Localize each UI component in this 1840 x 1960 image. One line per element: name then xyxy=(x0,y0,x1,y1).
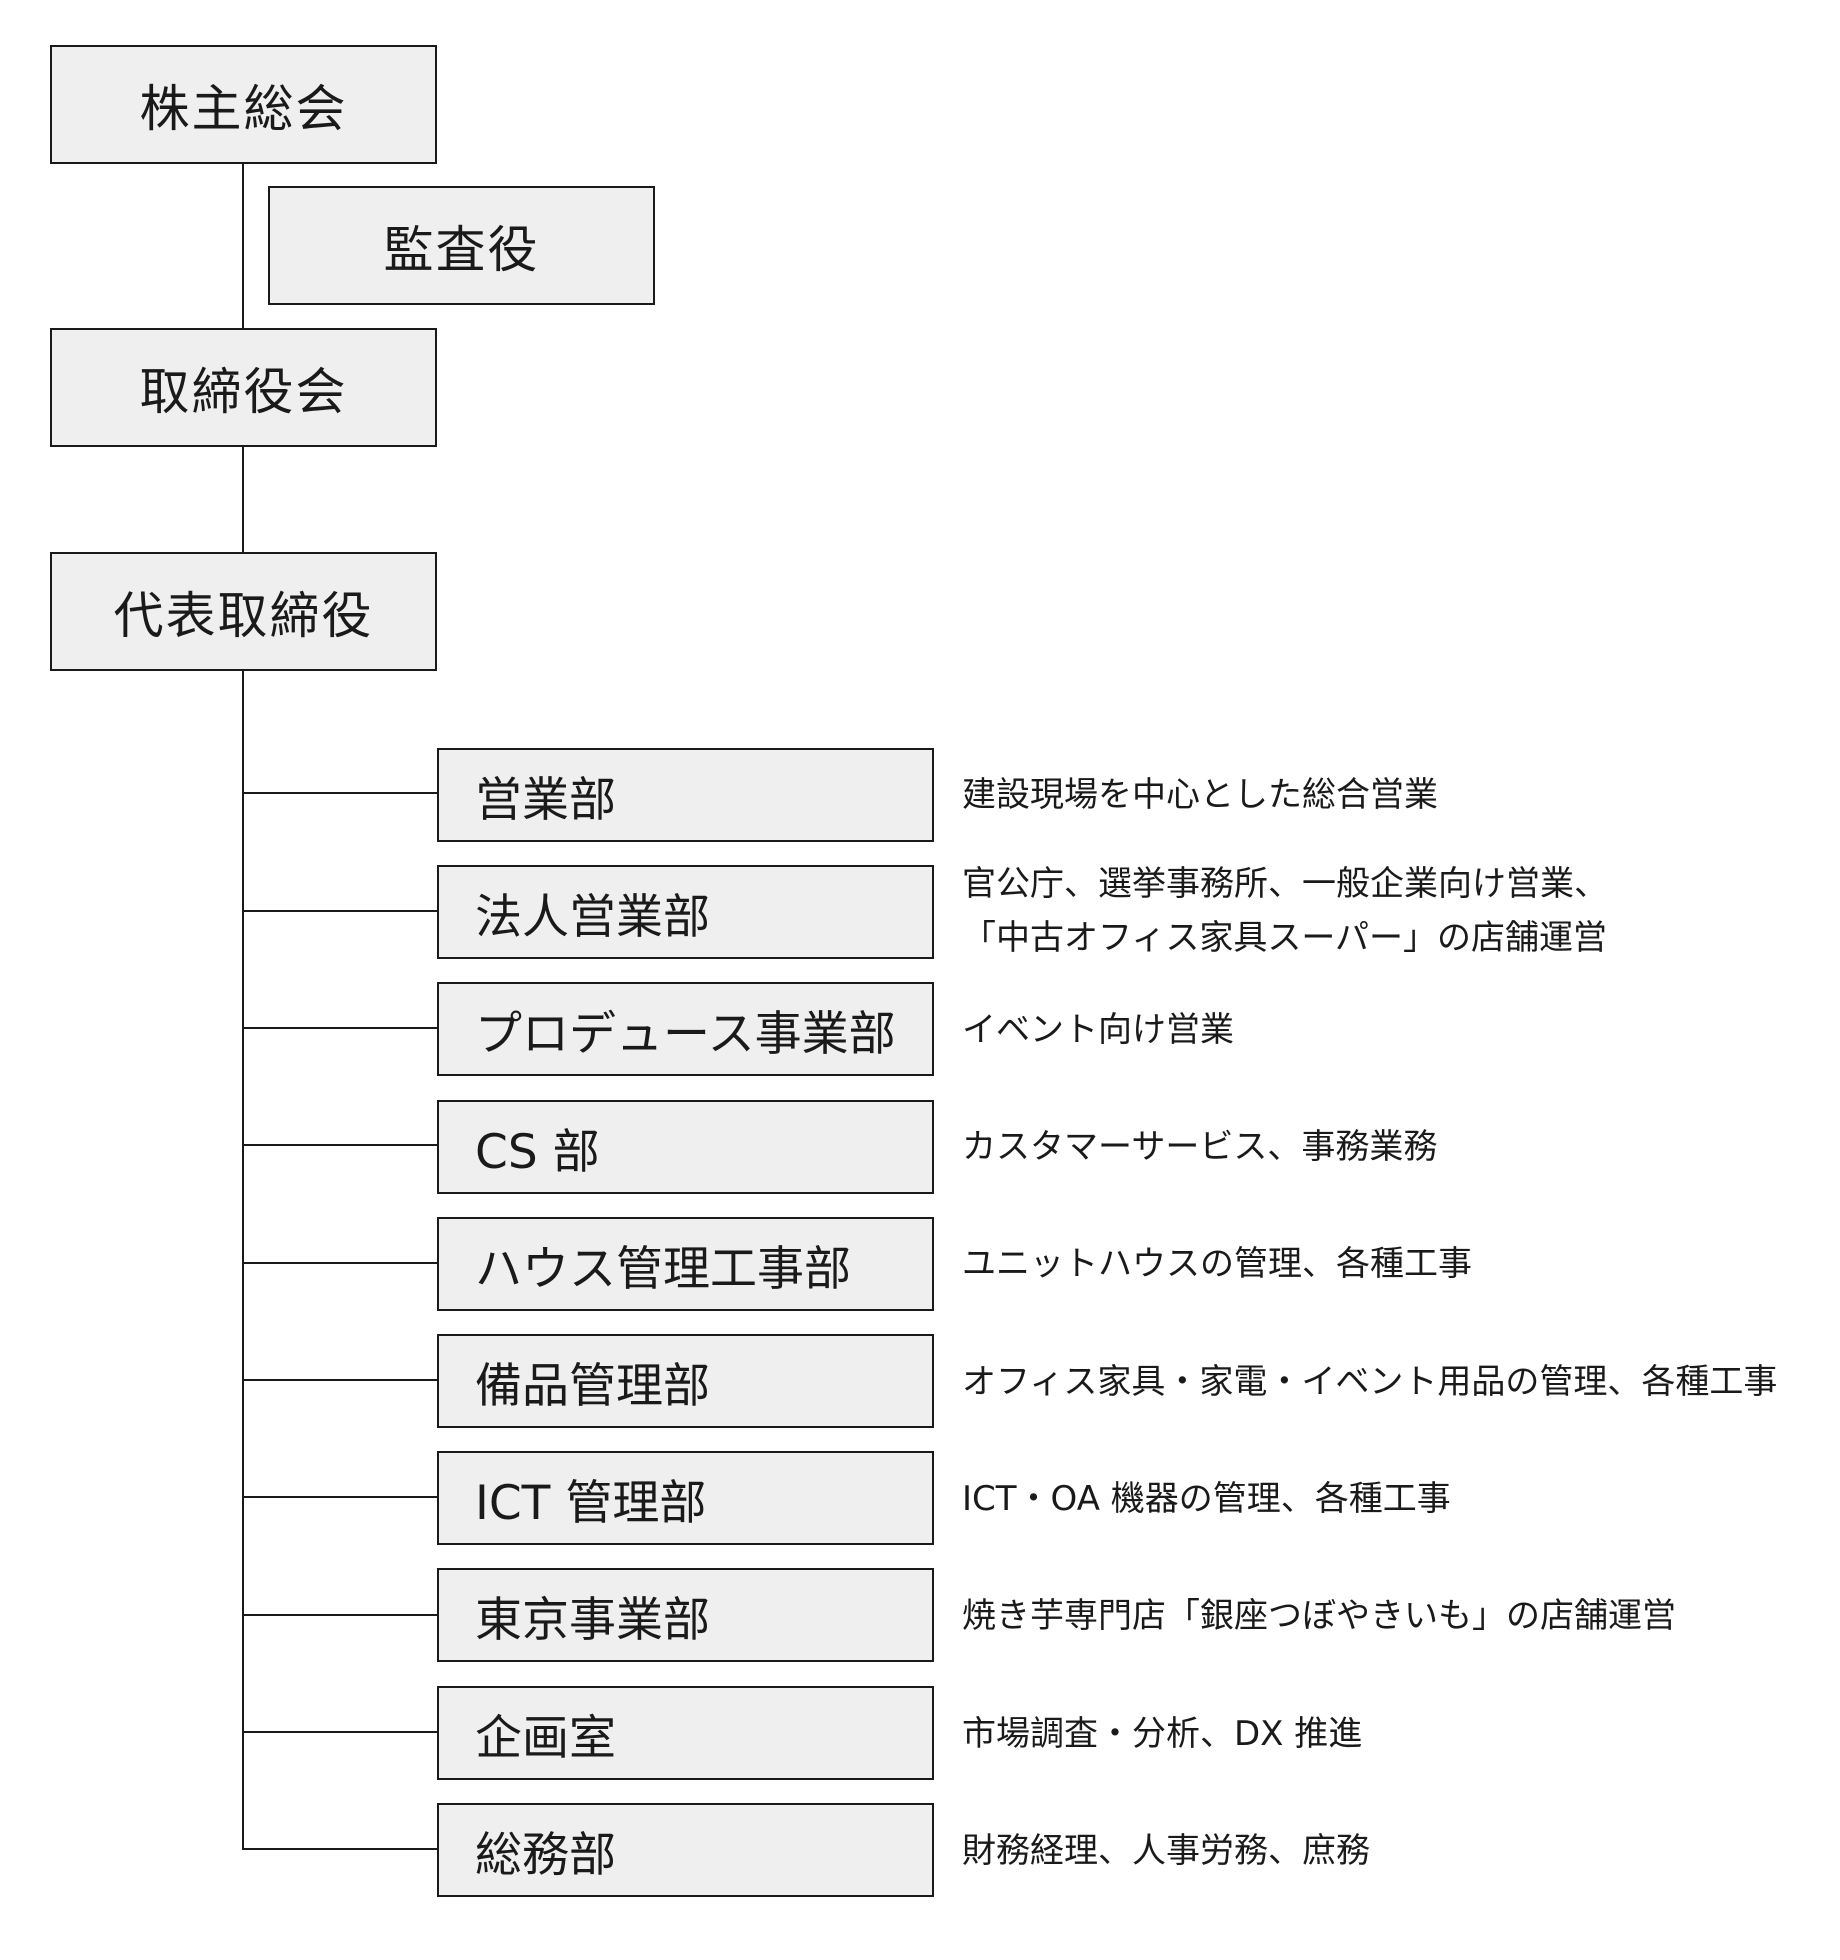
branch-line-produce xyxy=(243,1027,437,1029)
dept-box-planning: 企画室 xyxy=(437,1686,934,1780)
branch-line-sales xyxy=(243,792,437,794)
board-of-directors-box: 取締役会 xyxy=(50,328,437,447)
dept-box-general-affairs: 総務部 xyxy=(437,1803,934,1897)
dept-description-general-affairs: 財務経理、人事労務、庶務 xyxy=(962,1831,1370,1871)
dept-box-corporate-sales: 法人営業部 xyxy=(437,865,934,959)
dept-box-produce: プロデュース事業部 xyxy=(437,982,934,1076)
branch-line-ict xyxy=(243,1496,437,1498)
dept-box-ict-management: ICT 管理部 xyxy=(437,1451,934,1545)
dept-description-produce: イベント向け営業 xyxy=(962,1010,1234,1050)
dept-box-sales: 営業部 xyxy=(437,748,934,842)
shareholders-meeting-box: 株主総会 xyxy=(50,45,437,164)
branch-line-corporate-sales xyxy=(243,910,437,912)
dept-description-planning: 市場調査・分析、DX 推進 xyxy=(962,1714,1363,1754)
branch-line-equipment xyxy=(243,1379,437,1381)
dept-description-house-management: ユニットハウスの管理、各種工事 xyxy=(962,1244,1472,1284)
dept-box-cs: CS 部 xyxy=(437,1100,934,1194)
dept-description-equipment-management: オフィス家具・家電・イベント用品の管理、各種工事 xyxy=(962,1362,1778,1402)
trunk-line-middle xyxy=(242,446,244,552)
branch-line-cs xyxy=(243,1144,437,1146)
auditor-box: 監査役 xyxy=(268,186,655,305)
branch-line-tokyo xyxy=(243,1614,437,1616)
dept-description-ict-management: ICT・OA 機器の管理、各種工事 xyxy=(962,1479,1451,1519)
branch-line-house xyxy=(243,1262,437,1264)
dept-box-equipment-management: 備品管理部 xyxy=(437,1334,934,1428)
dept-description-tokyo: 焼き芋専門店「銀座つぼやきいも」の店舗運営 xyxy=(962,1596,1676,1636)
dept-description-cs: カスタマーサービス、事務業務 xyxy=(962,1127,1438,1167)
dept-box-tokyo: 東京事業部 xyxy=(437,1568,934,1662)
dept-description-sales: 建設現場を中心とした総合営業 xyxy=(962,775,1438,815)
trunk-line-lower xyxy=(242,670,244,1850)
dept-description-corporate-sales-line-1: 官公庁、選挙事務所、一般企業向け営業、 xyxy=(962,864,1608,904)
branch-line-planning xyxy=(243,1731,437,1733)
dept-description-corporate-sales-line-2: 「中古オフィス家具スーパー」の店舗運営 xyxy=(962,918,1607,958)
trunk-line-upper xyxy=(242,163,244,328)
branch-line-general-affairs xyxy=(243,1848,437,1850)
president-box: 代表取締役 xyxy=(50,552,437,671)
dept-box-house-management: ハウス管理工事部 xyxy=(437,1217,934,1311)
